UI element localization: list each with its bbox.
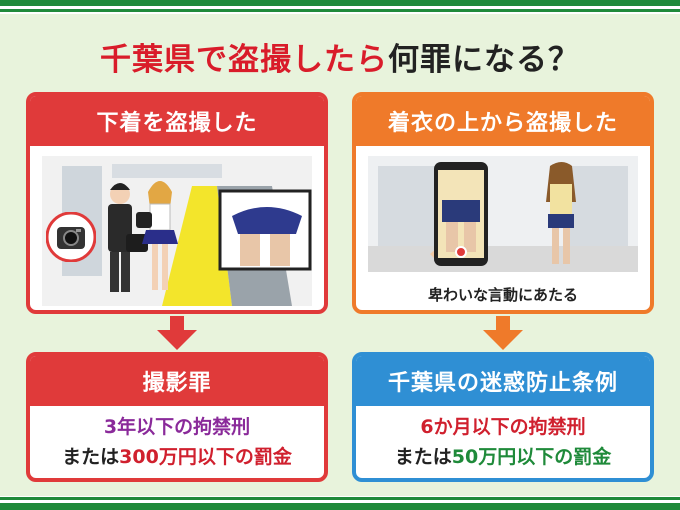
result-photography-crime: 撮影罪 3年以下の拘禁刑 または300万円以下の罰金 xyxy=(26,352,328,482)
station-scene-illustration xyxy=(42,156,312,306)
penalty-imprisonment: 6か月以下の拘禁刑 xyxy=(420,416,586,438)
camera-icon xyxy=(46,212,96,262)
penalty-fine: または300万円以下の罰金 xyxy=(30,442,324,472)
bottom-stripe-thin xyxy=(0,497,680,500)
penalty-fine-amount: 300万円以下の罰金 xyxy=(119,446,292,468)
illustration-street-voyeurism xyxy=(368,156,638,272)
panel-header: 下着を盗撮した xyxy=(30,96,324,146)
result-nuisance-ordinance: 千葉県の迷惑防止条例 6か月以下の拘禁刑 または50万円以下の罰金 xyxy=(352,352,654,482)
top-stripe-thin xyxy=(0,9,680,12)
panel-underwear-voyeurism: 下着を盗撮した xyxy=(26,92,328,314)
arrow-down-icon xyxy=(483,316,523,350)
title-rest: 何罪になる？ xyxy=(388,42,580,78)
penalty-fine-amount: 50万円以下の罰金 xyxy=(451,446,612,468)
panel-clothed-voyeurism: 着衣の上から盗撮した 卑わいな言動にあたる xyxy=(352,92,654,314)
result-body: 3年以下の拘禁刑 または300万円以下の罰金 xyxy=(30,406,324,472)
bottom-stripe xyxy=(0,503,680,510)
penalty-fine: または50万円以下の罰金 xyxy=(356,442,650,472)
result-body: 6か月以下の拘禁刑 または50万円以下の罰金 xyxy=(356,406,650,472)
penalty-imprisonment: 3年以下の拘禁刑 xyxy=(103,416,251,438)
panel-header: 着衣の上から盗撮した xyxy=(356,96,650,146)
result-header: 撮影罪 xyxy=(30,356,324,406)
page-title: 千葉県で盗撮したら何罪になる？ xyxy=(0,34,680,79)
panel-caption: 卑わいな言動にあたる xyxy=(427,286,578,304)
penalty-or: または xyxy=(394,446,452,468)
result-header: 千葉県の迷惑防止条例 xyxy=(356,356,650,406)
top-stripe xyxy=(0,0,680,6)
title-main: 千葉県で盗撮したら xyxy=(100,42,388,78)
penalty-or: または xyxy=(62,446,120,468)
street-scene-illustration xyxy=(368,156,638,272)
illustration-station-voyeurism xyxy=(42,156,312,306)
smartphone-icon xyxy=(434,162,488,266)
arrow-down-icon xyxy=(157,316,197,350)
